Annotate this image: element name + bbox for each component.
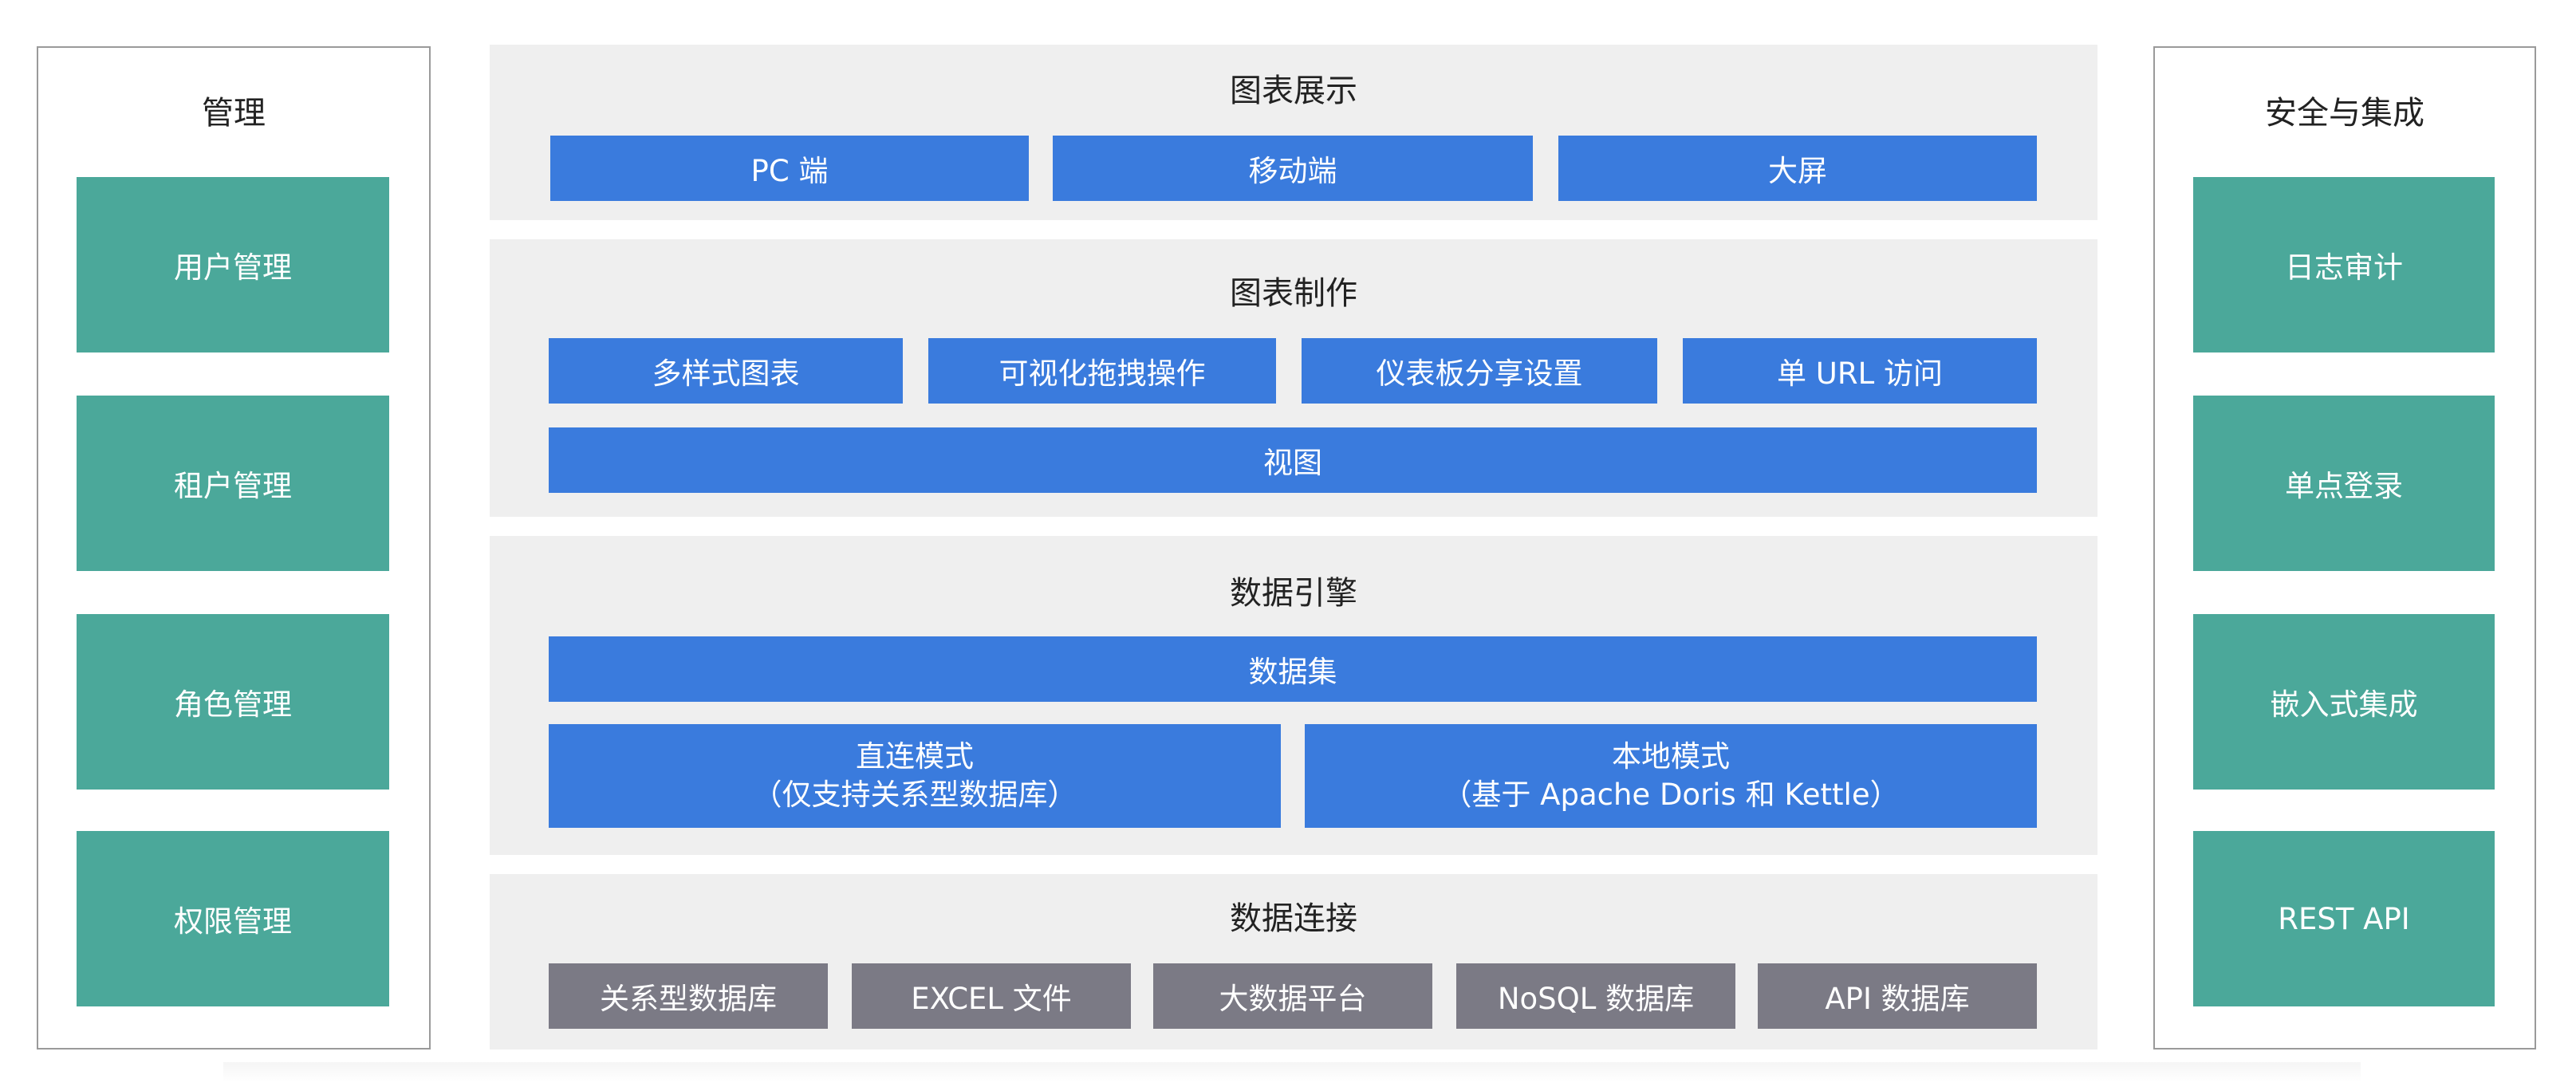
single-sign-on-box: 单点登录 xyxy=(2193,396,2495,571)
local-mode-label: 本地模式 xyxy=(1612,739,1730,774)
management-title: 管理 xyxy=(202,95,266,132)
view-box: 视图 xyxy=(549,427,2037,493)
direct-mode-note: （仅支持关系型数据库） xyxy=(752,778,1077,812)
api-db-box: API 数据库 xyxy=(1758,963,2037,1029)
excel-file-box: EXCEL 文件 xyxy=(852,963,1131,1029)
multi-style-charts-box: 多样式图表 xyxy=(549,338,903,404)
log-audit-box: 日志审计 xyxy=(2193,177,2495,352)
permission-management-box: 权限管理 xyxy=(77,831,389,1006)
dashboard-share-box: 仪表板分享设置 xyxy=(1302,338,1657,404)
rest-api-box: REST API xyxy=(2193,831,2495,1006)
tenant-management-box: 租户管理 xyxy=(77,396,389,571)
nosql-db-box: NoSQL 数据库 xyxy=(1456,963,1735,1029)
role-management-box: 角色管理 xyxy=(77,614,389,790)
pc-box: PC 端 xyxy=(550,136,1029,201)
bottom-shade xyxy=(223,1062,2361,1083)
data-engine-title: 数据引擎 xyxy=(1230,575,1357,612)
direct-mode-box: 直连模式 （仅支持关系型数据库） xyxy=(549,724,1281,828)
user-management-box: 用户管理 xyxy=(77,177,389,352)
embedded-integration-box: 嵌入式集成 xyxy=(2193,614,2495,790)
single-url-access-box: 单 URL 访问 xyxy=(1683,338,2037,404)
security-integration-title: 安全与集成 xyxy=(2265,95,2424,132)
data-connection-title: 数据连接 xyxy=(1230,900,1357,937)
big-data-platform-box: 大数据平台 xyxy=(1153,963,1432,1029)
local-mode-box: 本地模式 （基于 Apache Doris 和 Kettle） xyxy=(1305,724,2037,828)
big-screen-box: 大屏 xyxy=(1558,136,2037,201)
local-mode-note: （基于 Apache Doris 和 Kettle） xyxy=(1442,778,1900,812)
chart-making-title: 图表制作 xyxy=(1230,275,1357,312)
dataset-box: 数据集 xyxy=(549,636,2037,702)
relational-db-box: 关系型数据库 xyxy=(549,963,828,1029)
direct-mode-label: 直连模式 xyxy=(856,739,974,774)
mobile-box: 移动端 xyxy=(1053,136,1533,201)
chart-display-title: 图表展示 xyxy=(1230,73,1357,109)
drag-drop-box: 可视化拖拽操作 xyxy=(928,338,1276,404)
